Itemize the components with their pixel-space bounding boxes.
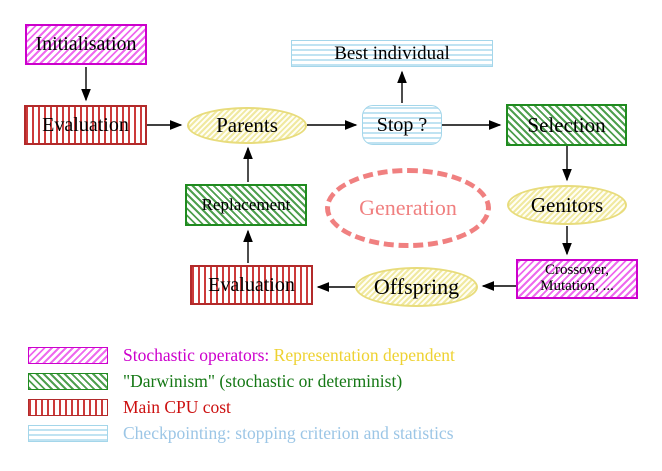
legend-row-stochastic: Stochastic operators: Representation dep…	[28, 345, 455, 366]
node-crossover-mutation: Crossover, Mutation, ...	[516, 259, 638, 299]
legend-label-stochastic: Stochastic operators: Representation dep…	[123, 345, 455, 366]
legend-text-darwinism: "Darwinism" (stochastic or determinist)	[123, 371, 403, 391]
legend-row-checkpointing: Checkpointing: stopping criterion and st…	[28, 423, 454, 444]
legend-row-darwinism: "Darwinism" (stochastic or determinist)	[28, 371, 402, 392]
crossover-line2: Mutation, ...	[540, 278, 614, 294]
legend-swatch-red-stripes	[28, 399, 108, 416]
legend-text-main-cpu-cost: Main CPU cost	[123, 397, 231, 417]
node-initialisation: Initialisation	[25, 24, 147, 65]
legend-text-stochastic-operators: Stochastic operators:	[123, 345, 270, 365]
legend-row-cpu-cost: Main CPU cost	[28, 397, 231, 418]
node-parents: Parents	[187, 107, 307, 144]
node-evaluation-top: Evaluation	[24, 105, 147, 145]
node-generation: Generation	[325, 168, 491, 248]
node-replacement: Replacement	[185, 184, 307, 226]
node-evaluation-bottom: Evaluation	[190, 265, 313, 305]
legend-swatch-green-hatch	[28, 373, 108, 390]
legend-swatch-magenta-hatch	[28, 347, 108, 364]
legend-swatch-cyan-stripes	[28, 425, 108, 442]
legend-text-checkpointing: Checkpointing: stopping criterion and st…	[123, 423, 454, 443]
legend-text-representation-dependent: Representation dependent	[273, 345, 455, 365]
node-genitors: Genitors	[507, 185, 627, 225]
node-best-individual: Best individual	[291, 40, 493, 67]
node-selection: Selection	[506, 104, 627, 146]
node-offspring: Offspring	[355, 267, 478, 307]
node-stop: Stop ?	[362, 105, 442, 145]
crossover-line1: Crossover,	[545, 262, 609, 279]
